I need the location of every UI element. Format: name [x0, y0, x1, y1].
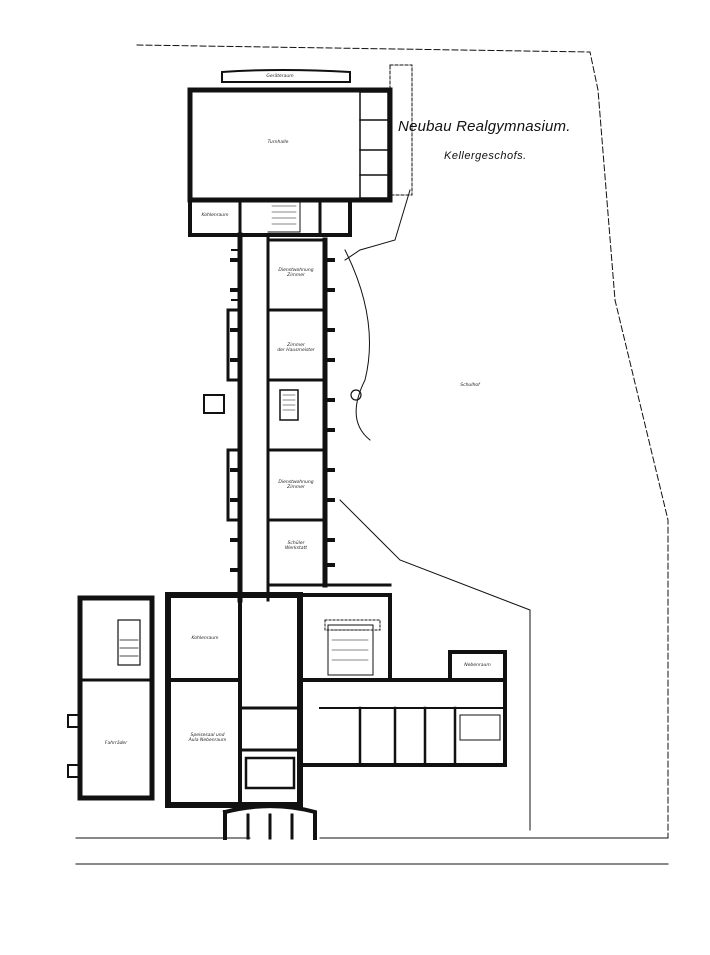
room-label-east-small: Nebenraum [464, 663, 491, 668]
plan-title: Neubau Realgymnasium. [398, 118, 571, 135]
room-label-big-w2: Speisesaal und Aula Nebenraum [188, 733, 227, 743]
fountain-icon [350, 389, 362, 401]
room-label-r1: Dienstwohnung Zimmer [278, 268, 314, 278]
room-label-west-wing: Fahrräder [104, 741, 128, 746]
room-label-small-nw: Kohlenraum [201, 213, 229, 218]
room-label-big-w1: Kohlenraum [191, 636, 219, 641]
room-label-r3: Dienstwohnung Zimmer [278, 480, 314, 490]
room-label-r4: Schüler Werkstatt [284, 541, 308, 551]
room-label-r2: Zimmer der Hausmeister [277, 343, 315, 353]
east-wing [298, 593, 507, 767]
plan-subtitle: Kellergeschofs. [444, 150, 527, 162]
gym-hall [187, 64, 413, 237]
south-block [165, 592, 317, 840]
site-boundary [75, 44, 669, 865]
room-label-stage: Geräteraum [266, 74, 294, 79]
room-label-courtyard: Schulhof [460, 383, 480, 388]
west-block [67, 595, 155, 801]
room-label-hall: Turnhalle [267, 140, 289, 145]
